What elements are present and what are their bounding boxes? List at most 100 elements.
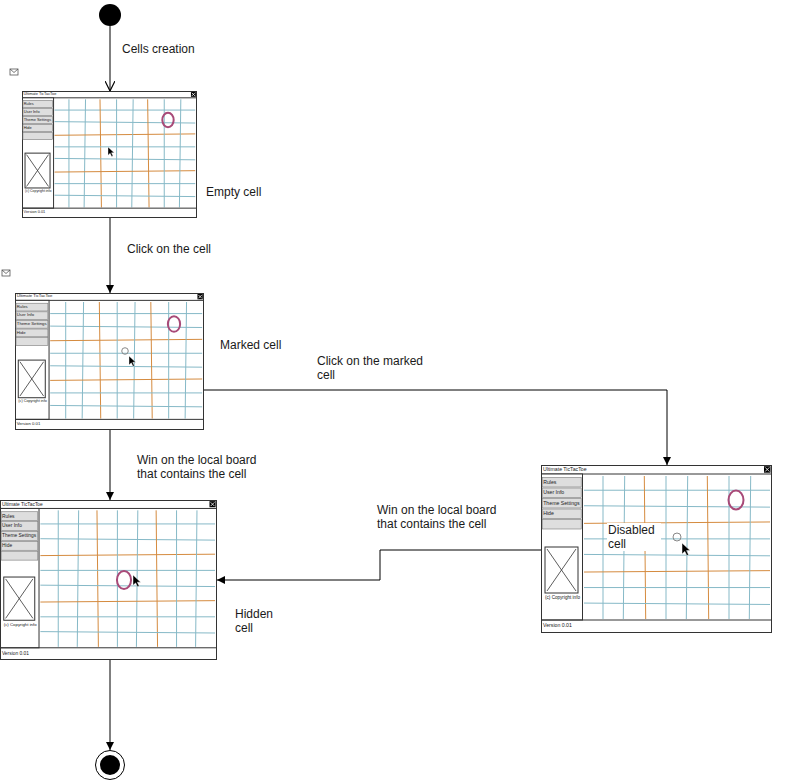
grid-line <box>584 571 770 572</box>
state-name: Hidden cell <box>235 607 285 635</box>
grid-line <box>749 476 750 619</box>
grid-line <box>77 510 78 647</box>
menu-label: User Info <box>2 523 22 528</box>
grid-line <box>50 366 202 367</box>
envelope-icon <box>10 69 18 75</box>
close-button <box>197 294 202 299</box>
grid-line <box>55 146 196 147</box>
envelope-icon <box>10 69 18 73</box>
close-cross <box>765 467 769 471</box>
menu-label: Hide <box>24 126 32 130</box>
copyright-text: (c) Copyright info <box>4 623 38 628</box>
status-bar-line <box>541 620 772 621</box>
grid-line <box>196 510 197 647</box>
grid-line <box>55 183 196 184</box>
transition-label: Cells creation <box>121 42 223 56</box>
menu-label: Rules <box>17 305 28 309</box>
window-border <box>542 466 772 633</box>
menu-item <box>23 116 53 123</box>
final-state <box>95 750 125 780</box>
grid-line <box>584 490 770 491</box>
version-text: Version 0.01 <box>17 422 41 426</box>
o-mark-small <box>122 348 129 355</box>
menu-label: Theme Settings <box>24 118 51 122</box>
close-button <box>209 501 215 507</box>
board-grid <box>55 99 196 207</box>
grid-line <box>116 99 117 207</box>
transition-arrow <box>110 26 111 91</box>
o-mark <box>162 113 173 127</box>
grid-line <box>179 99 180 207</box>
window-frame <box>0 500 217 660</box>
board-grid <box>50 302 202 419</box>
image-cross <box>27 155 49 187</box>
menu-item <box>542 488 581 498</box>
board-grid <box>40 510 215 647</box>
menu-label: User Info <box>17 313 34 317</box>
image-placeholder <box>18 360 45 398</box>
envelope-icon <box>2 270 10 276</box>
grid-line <box>50 392 202 393</box>
copyright-text: (c) Copyright info <box>18 400 47 404</box>
transition-arrow <box>110 218 111 293</box>
envelope-icon <box>2 270 10 274</box>
grid-line <box>50 405 202 406</box>
menu-label: Theme Settings <box>543 501 579 506</box>
menu-item <box>542 478 581 488</box>
grid-line <box>50 379 202 380</box>
transition-arrow <box>110 660 111 750</box>
grid-line <box>55 171 196 172</box>
menu-item <box>1 541 38 550</box>
envelope-icon <box>2 270 10 276</box>
menu-item <box>16 338 48 346</box>
grid-line <box>176 510 177 647</box>
grid-line <box>40 601 215 602</box>
menu-item <box>23 100 53 107</box>
version-text: Version 0.01 <box>2 651 29 656</box>
status-bar-line <box>0 647 217 648</box>
o-mark <box>168 316 180 332</box>
grid-line <box>68 99 69 207</box>
grid-line <box>666 476 667 619</box>
menu-item <box>542 509 581 519</box>
window-frame <box>22 91 197 218</box>
menu-item <box>16 329 48 337</box>
board-grid <box>584 476 770 619</box>
grid-line <box>584 554 770 555</box>
menu-item <box>23 132 53 139</box>
status-bar-line <box>22 208 197 209</box>
menu-label: Theme Settings <box>17 322 47 326</box>
transition-arrow <box>110 430 111 500</box>
mouse-cursor <box>682 543 690 556</box>
grid-line <box>40 570 215 571</box>
mouse-cursor <box>108 147 114 157</box>
image-cross <box>20 362 44 396</box>
image-cross <box>6 579 33 618</box>
o-mark <box>117 571 131 589</box>
menu-item <box>16 303 48 311</box>
menu-item <box>1 531 38 540</box>
grid-line <box>40 616 215 617</box>
window-title: Ultimate TicTacToe <box>17 294 53 298</box>
grid-line <box>84 99 85 207</box>
window-title: Ultimate TicTacToe <box>2 502 43 507</box>
menu-item <box>542 520 581 530</box>
menu-label: Hide <box>543 511 554 516</box>
grid-line <box>55 158 196 159</box>
window-title: Ultimate TicTacToe <box>543 467 587 472</box>
grid-line <box>50 313 202 314</box>
transition-label: Click on the marked cell <box>316 354 433 382</box>
copyright-text: (c) Copyright info <box>545 596 581 601</box>
grid-line <box>40 523 215 524</box>
grid-line <box>40 554 215 555</box>
close-cross <box>198 295 201 298</box>
grid-line <box>40 539 215 540</box>
window-border <box>16 294 204 430</box>
window-title: Ultimate TicTacToe <box>24 92 57 96</box>
window-frame <box>15 293 204 430</box>
menu-label: User Info <box>543 490 564 495</box>
grid-line <box>707 476 708 619</box>
close-cross <box>211 502 215 506</box>
version-text: Version 0.01 <box>543 623 572 628</box>
grid-line <box>603 476 604 619</box>
